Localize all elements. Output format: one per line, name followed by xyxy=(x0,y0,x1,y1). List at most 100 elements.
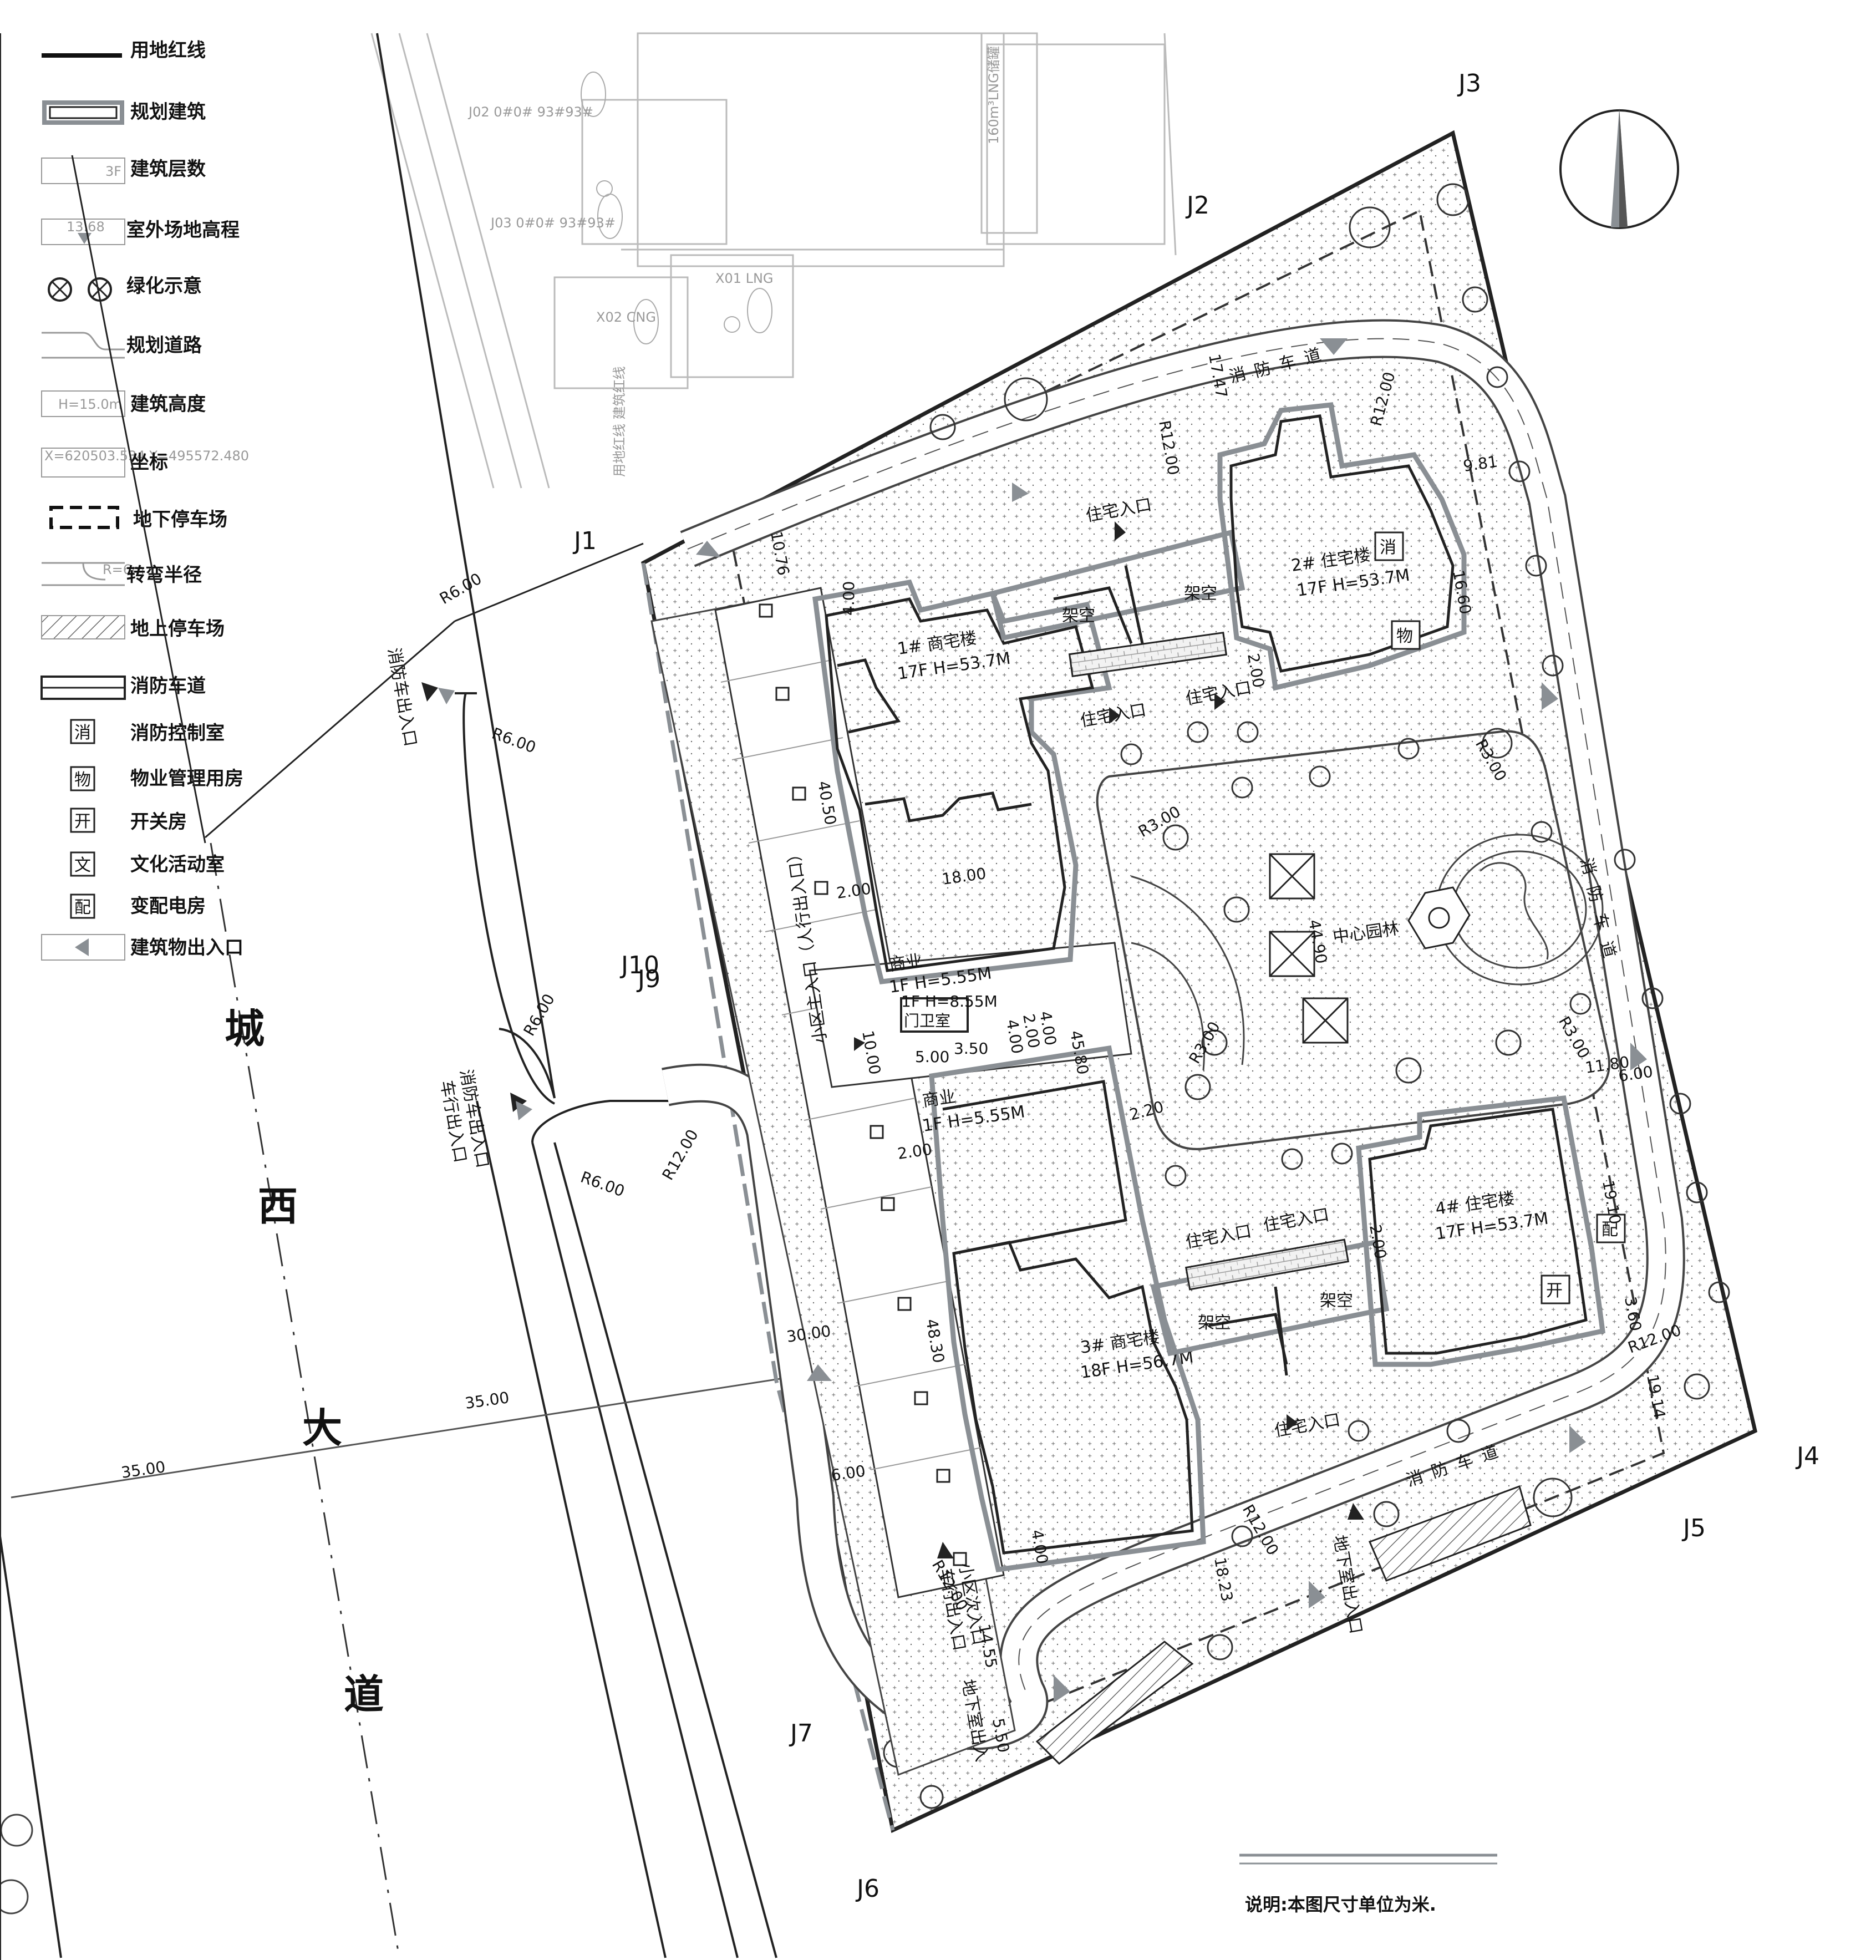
point-j6: J6 xyxy=(855,1875,879,1903)
road-char: 西 xyxy=(258,1183,298,1230)
boundary-label: 用地红线 建筑红线 xyxy=(612,366,627,477)
pump-label: X02 CNG xyxy=(596,309,656,325)
road-lines xyxy=(0,33,777,1958)
leader-line xyxy=(205,620,455,839)
switch-room-glyph: 开 xyxy=(74,812,91,831)
building-2: 2# 住宅楼 17F H=53.7M 消 物 xyxy=(1217,402,1467,691)
switch-room-icon: 开 xyxy=(1546,1281,1563,1301)
guard-room-info: 1F H=8.55M xyxy=(901,992,998,1011)
point-j5: J5 xyxy=(1681,1514,1706,1542)
note-text: 说明:本图尺寸单位为米. xyxy=(1245,1894,1436,1915)
dimension: 5.00 xyxy=(915,1048,949,1066)
pump-label: J03 0#0# 93#93# xyxy=(490,215,616,231)
legend-label: 消防车道 xyxy=(130,675,206,697)
guard-room-label: 门卫室 xyxy=(904,1012,950,1030)
entrance-arrow-icon xyxy=(75,938,89,956)
central-garden-area xyxy=(1096,730,1610,1150)
station-label: 160m³LNG储罐 xyxy=(986,46,1001,144)
fire-lane-arrows xyxy=(696,338,1647,1703)
dimension: 35.00 xyxy=(464,1388,510,1413)
parking-bollards xyxy=(759,603,967,1566)
building-height-icon: H=15.0m xyxy=(41,390,125,417)
planned-road-icon xyxy=(42,332,125,359)
point-j10: J10 xyxy=(619,951,659,979)
building-height-sample: H=15.0m xyxy=(58,397,122,412)
surface-parking-south xyxy=(1035,1641,1194,1765)
coordinate-icon: X=620503.534 Y=495572.480 xyxy=(41,448,249,478)
legend: 3F 13.68 H=15.0m X=620503.534 Y=495572.4… xyxy=(0,33,249,1960)
underground-parking-icon xyxy=(49,506,119,529)
fire-exit-entrance-label: 消防车出入口 xyxy=(384,646,420,748)
floor-count-icon: 3F xyxy=(41,158,125,184)
overhead-label: 架空 xyxy=(1062,606,1095,626)
substation-icon: 配 xyxy=(1602,1220,1618,1240)
legend-label: 坐标 xyxy=(130,451,168,474)
property-management-glyph: 物 xyxy=(74,770,91,790)
legend-label: 消防控制室 xyxy=(130,722,225,744)
building-4: 4# 住宅楼 17F H=53.7M 配 开 xyxy=(1356,1095,1626,1367)
pump-label: X01 LNG xyxy=(715,271,774,286)
garden-pavilions xyxy=(1269,853,1471,1044)
property-management-icon: 物 xyxy=(1396,627,1413,646)
west-walkway xyxy=(714,587,1005,1598)
overhead-1-2: 架空 架空 xyxy=(989,529,1245,677)
road-char: 城 xyxy=(225,1006,265,1052)
overhead-3-4: 架空 架空 xyxy=(1150,1238,1390,1376)
substation-glyph: 配 xyxy=(74,898,91,917)
legend-label: 开关房 xyxy=(130,811,187,833)
legend-label: 变配电房 xyxy=(130,895,206,917)
culture-room-icon xyxy=(70,851,95,877)
pump-label: J02 0#0# 93#93# xyxy=(467,104,593,120)
entrance-arrows xyxy=(1109,521,1298,1431)
point-j7: J7 xyxy=(789,1719,813,1748)
access-arrows-gray xyxy=(438,688,532,1120)
legend-label: 建筑层数 xyxy=(130,158,206,180)
overhead-label: 架空 xyxy=(1320,1291,1353,1311)
legend-label: 建筑高度 xyxy=(130,393,206,415)
point-labels: J1 J2 J3 J4 J5 J6 J7 J9 J10 xyxy=(572,69,1819,1903)
point-j3: J3 xyxy=(1457,69,1481,98)
coordinate-sample: X=620503.534 Y=495572.480 xyxy=(44,448,249,464)
dimension: 4.00 xyxy=(840,581,858,616)
legend-labels: 用地红线 规划建筑 建筑层数 室外场地高程 绿化示意 规划道路 建筑高度 坐标 … xyxy=(126,39,243,959)
culture-room-glyph: 文 xyxy=(74,856,91,875)
legend-label: 规划建筑 xyxy=(130,101,206,123)
surface-parking-icon xyxy=(41,615,125,639)
context-labels: 160m³LNG储罐 J02 0#0# 93#93# J03 0#0# 93#9… xyxy=(467,46,1001,477)
dimension: 3.50 xyxy=(954,1039,988,1058)
point-j9: J9 xyxy=(636,965,660,993)
legend-label: 规划道路 xyxy=(126,334,202,357)
context-layer xyxy=(370,32,1177,489)
road-char: 道 xyxy=(344,1671,384,1718)
note: 说明:本图尺寸单位为米. xyxy=(1239,1854,1497,1915)
roadside-trees xyxy=(0,1814,33,1915)
elevation-icon: 13.68 xyxy=(41,219,125,245)
legend-label: 文化活动室 xyxy=(130,854,225,876)
point-j2: J2 xyxy=(1185,191,1209,220)
north-arrow-icon xyxy=(1559,108,1679,229)
fire-control-room-glyph: 消 xyxy=(74,723,91,743)
fire-lane xyxy=(662,319,1685,1750)
legend-label: 建筑物出入口 xyxy=(130,937,243,959)
legend-label: 物业管理用房 xyxy=(130,768,243,790)
fire-control-room-icon: 消 xyxy=(1380,538,1396,557)
road-char: 大 xyxy=(302,1405,342,1451)
road-name: 城 西 大 道 xyxy=(225,1006,384,1718)
legend-label: 转弯半径 xyxy=(126,564,202,586)
turning-radius-icon: R=6m xyxy=(42,562,144,586)
dimension: R12.00 xyxy=(658,1126,701,1184)
section-line xyxy=(11,1358,910,1499)
dimension: R6.00 xyxy=(436,570,485,608)
dimension: 35.00 xyxy=(120,1458,166,1482)
leader-line xyxy=(454,542,644,622)
planned-building-icon xyxy=(42,100,124,125)
access-arrows xyxy=(421,682,1364,1558)
legend-label: 地上停车场 xyxy=(130,618,225,640)
dimension: R6.00 xyxy=(578,1168,627,1201)
point-j4: J4 xyxy=(1795,1442,1819,1470)
substation-icon xyxy=(70,893,95,919)
legend-label: 绿化示意 xyxy=(126,275,202,297)
dimension: R6.00 xyxy=(520,991,558,1039)
legend-label: 用地红线 xyxy=(130,39,206,62)
